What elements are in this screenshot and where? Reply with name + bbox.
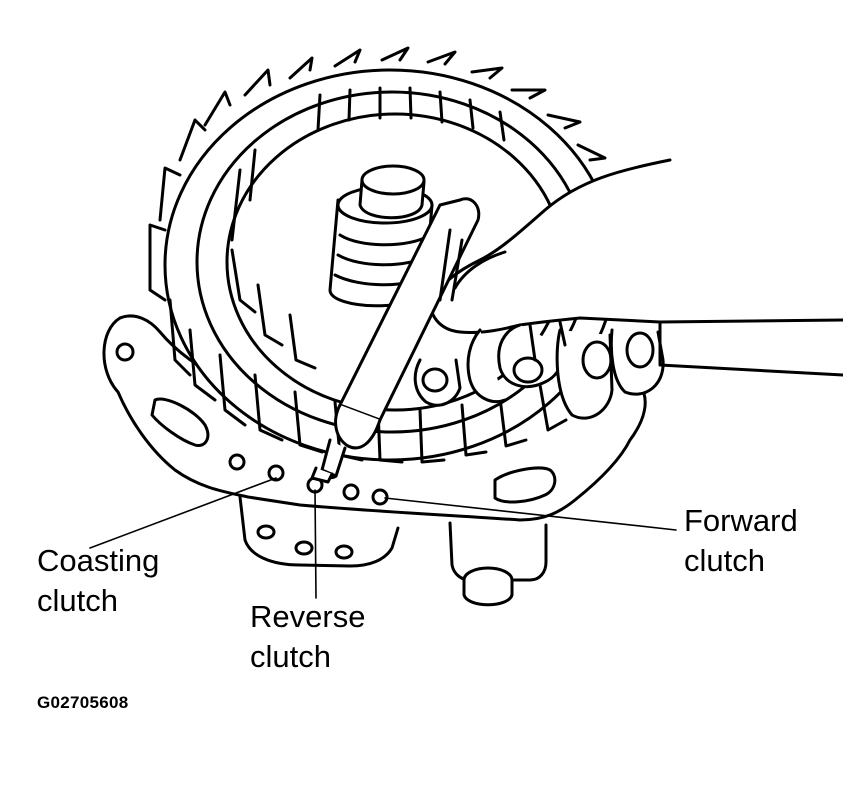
reverse-line1: Reverse	[250, 599, 366, 634]
coasting-clutch-label: Coasting clutch	[37, 541, 159, 621]
coasting-line2: clutch	[37, 583, 118, 618]
forward-clutch-port-b	[373, 490, 387, 504]
hand-icon	[415, 160, 843, 418]
air-nozzle-icon	[312, 199, 479, 482]
reverse-clutch-label: Reverse clutch	[250, 597, 365, 677]
reverse-line2: clutch	[250, 639, 331, 674]
forward-clutch-port-a	[344, 485, 358, 499]
port-hole	[230, 455, 244, 469]
forward-clutch-label: Forward clutch	[684, 501, 798, 581]
figure-id: G02705608	[37, 693, 129, 712]
leader-lines	[90, 478, 676, 598]
coasting-leader	[90, 478, 276, 548]
forward-line2: clutch	[684, 543, 765, 578]
reverse-leader	[315, 490, 316, 598]
coasting-clutch-port	[269, 466, 283, 480]
forward-line1: Forward	[684, 503, 798, 538]
forward-leader	[385, 498, 676, 530]
coasting-line1: Coasting	[37, 543, 160, 578]
